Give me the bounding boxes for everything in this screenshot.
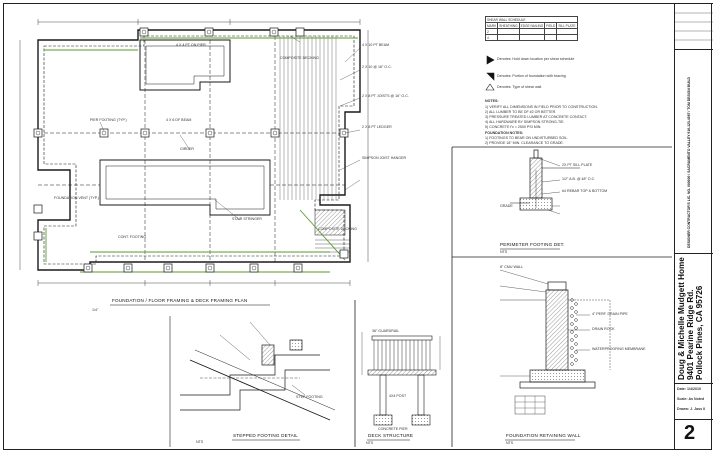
detail-concrete-pier: CONCRETE PIER [378, 427, 408, 431]
foundation-notes-header: FOUNDATION NOTES: [485, 131, 524, 135]
title-block-designer: DESIGNER CONTRACTOR'S LIC. NO. 000000 / … [675, 49, 713, 253]
perimeter-footing-detail [510, 149, 580, 215]
designer-info: DESIGNER CONTRACTOR'S LIC. NO. 000000 / … [687, 76, 691, 248]
retaining-wall-detail [499, 269, 611, 415]
scale-foundation-plan: 1/4" [92, 308, 99, 312]
foundation-note-1: 1) FOOTINGS TO BEAR ON UNDISTURBED SOIL. [485, 136, 569, 140]
sheet-number: 2 [684, 422, 696, 444]
pier-footings [33, 27, 349, 273]
deck-structure-detail [361, 332, 441, 426]
schedule-row-2: 4 [484, 34, 499, 41]
scale-stepped-footing: NTS [196, 440, 204, 444]
sheet-date: Date: 1/4/2010 [677, 387, 701, 391]
title-deck-structure: DECK STRUCTURE [368, 433, 414, 438]
callout-pier-b: PIER FOOTING (TYP.) [90, 118, 127, 122]
detail-post: 4X4 POST [389, 394, 407, 398]
scale-retaining-wall: NTS [506, 441, 514, 445]
callout-vent: FOUNDATION VENT (TYP.) [54, 196, 99, 200]
callout-ledger: 2 X 8 PT LEDGER [362, 125, 392, 129]
callout-girder: GIRDER [180, 147, 194, 151]
note-1: 1) VERIFY ALL DIMENSIONS IN FIELD PRIOR … [485, 105, 598, 109]
notes-header: NOTES: [485, 99, 499, 103]
title-foundation-plan: FOUNDATION / FLOOR FRAMING & DECK FRAMIN… [112, 298, 248, 303]
title-stepped-footing: STEPPED FOOTING DETAIL [233, 433, 299, 438]
callout-beam-a: 4 X 6 DF BEAM [166, 118, 192, 122]
detail-wall: 8" CMU WALL [500, 265, 524, 269]
legend-symbols [485, 55, 495, 91]
callout-pier-a: 4 X 4 PT ON PIER [176, 43, 206, 47]
leader-lines [99, 35, 361, 221]
revision-grid [675, 12, 713, 41]
project-city: Pollock Pines, CA 95726 [695, 285, 704, 380]
note-5: 5) CONCRETE f'c = 2500 PSI MIN. [485, 125, 542, 129]
scale-perimeter-footing: NTS [500, 250, 508, 254]
callout-beam-b: 4 X 10 PT BEAM [362, 43, 390, 47]
detail-step: STEP FOOTING [296, 395, 323, 399]
title-underlines [110, 248, 575, 441]
shear-wall-schedule: SHEAR WALL SCHEDULE MARK SHEATHING EDGE … [484, 16, 578, 41]
note-2: 2) ALL LUMBER TO BE DF #2 OR BETTER. [485, 110, 557, 114]
note-4: 4) ALL HARDWARE BY SIMPSON STRONG-TIE. [485, 120, 565, 124]
detail-grade: GRADE [500, 204, 513, 208]
foundation-note-2: 2) PROVIDE 18" MIN. CLEARANCE TO GRADE. [485, 141, 564, 145]
sheet-border [3, 3, 712, 450]
title-block-project: Doug & Michelle Mudgett Home 9401 Pearin… [675, 253, 713, 383]
callout-footing: CONT. FOOTING [118, 235, 147, 239]
callout-joist-b: 2 X 8 PT JOISTS @ 16" O.C. [362, 94, 409, 98]
callout-hanger: SIMPSON JOIST HANGER [362, 156, 407, 160]
callout-joist-a: 2 X 10 @ 16" O.C. [362, 65, 392, 69]
title-perimeter-footing: PERIMETER FOOTING DET. [500, 242, 565, 247]
legend-text-1: Denotes: Hold down location per shear sc… [497, 57, 575, 61]
callout-composite-decking-bottom: COMPOSITE DECKING [318, 227, 357, 231]
callout-composite-decking-top: COMPOSITE DECKING [280, 56, 319, 60]
detail-waterproof: WATERPROOFING MEMBRANE [592, 347, 646, 351]
detail-anchor: 1/2" A.B. @ 48" O.C. [562, 177, 596, 181]
legend-text-2: Denotes: Portion of foundation with brac… [497, 74, 566, 78]
detail-guard: 36" GUARDRAIL [372, 329, 400, 333]
scale-deck-structure: NTS [366, 441, 374, 445]
title-block: DESIGNER CONTRACTOR'S LIC. NO. 000000 / … [674, 3, 713, 450]
callout-stair: STAIR STRINGER [232, 217, 262, 221]
foundation-plan [19, 19, 369, 286]
note-3: 3) PRESSURE TREATED LUMBER AT CONCRETE C… [485, 115, 588, 119]
title-block-meta: Date: 1/4/2010 Scale: As Noted Drawn: J.… [675, 383, 713, 419]
detail-drain: 4" PERF. DRAIN PIPE [592, 312, 628, 316]
stepped-footing-detail [180, 321, 336, 421]
title-block-sheet-number [675, 419, 713, 450]
sheet-drawn: Drawn: J. Jass II [677, 407, 706, 411]
legend-text-3: Denotes: Type of shear wall [497, 85, 542, 89]
detail-sill: 2X PT SILL PLATE [562, 163, 593, 167]
title-block-revisions [675, 3, 713, 49]
detail-gravel: DRAIN ROCK [592, 327, 615, 331]
detail-rebar: #4 REBAR TOP & BOTTOM [562, 189, 608, 193]
sheet-scale: Scale: As Noted [677, 397, 705, 401]
deck-framing-lines [44, 37, 358, 273]
title-retaining-wall: FOUNDATION RETAINING WALL [506, 433, 581, 438]
